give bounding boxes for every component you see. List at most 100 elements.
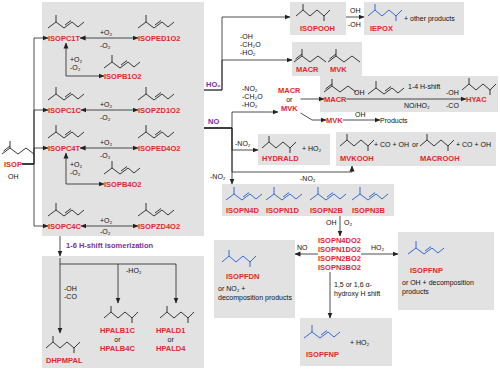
- reaction-arrow: [80, 38, 138, 39]
- reaction-condition: -HO₂: [126, 266, 142, 275]
- species-note: or OH + decomposition products: [402, 278, 490, 296]
- species-name: MACR: [278, 86, 301, 95]
- reaction-condition: -CO: [64, 292, 77, 301]
- arrow-label: NO: [297, 243, 308, 252]
- reaction-condition: -O₂: [100, 151, 111, 160]
- reaction-arrow: [204, 112, 278, 128]
- species-label: ISOPC1C: [48, 106, 81, 115]
- arrow-label: OH: [326, 218, 337, 227]
- species-label: HYAC: [466, 95, 487, 104]
- species-name: DHPMPAL: [46, 356, 83, 365]
- species-label: ISOPN2B: [310, 206, 343, 215]
- reaction-condition: -NO₂: [210, 172, 226, 181]
- product-structure: [462, 78, 496, 95]
- species-name: HYDRALD: [262, 154, 299, 163]
- reaction-condition: +O₂: [100, 28, 112, 37]
- peroxy-structure: [138, 87, 174, 100]
- reaction-panel: MVKOOH+ CO + OHorMACROOH+ CO + OH: [336, 132, 496, 166]
- species-name: MVKOOH: [340, 154, 374, 163]
- reaction-arrow: [361, 254, 398, 255]
- arrow-label: NO: [208, 117, 219, 126]
- species-note: + CO + OH: [456, 140, 491, 149]
- nitrate-structure: [408, 241, 444, 254]
- reaction-arrow: [60, 264, 118, 303]
- peroxy-structure: [138, 125, 174, 138]
- product-structure: [296, 4, 330, 21]
- species-note: + CO + OH: [374, 140, 409, 149]
- species-label: ISOPN3B: [352, 206, 385, 215]
- peroxy-structure: [48, 125, 84, 138]
- structures: [2, 4, 496, 353]
- reaction-condition: -OH: [240, 32, 253, 41]
- reaction-condition: OH: [8, 172, 19, 181]
- species-name: MVK: [278, 104, 301, 113]
- reaction-panel: ISOPFDNor NO₂ + decomposition products: [214, 240, 295, 318]
- reaction-panel: ISOPFNPor OH + decomposition products: [398, 232, 494, 310]
- product-structure: [324, 79, 356, 92]
- reaction-arrow: [346, 17, 364, 18]
- species-note: or: [412, 140, 418, 149]
- reaction-panel: MACR MVK: [292, 42, 362, 76]
- product-structure: [46, 336, 80, 353]
- species-name: ISOPZD4O2: [138, 222, 180, 231]
- species-name: ISOPB4O2: [104, 180, 142, 189]
- reaction-panel: ISOPFNP+ HO₂: [300, 318, 392, 366]
- species-label: HPALB1CorHPALB4C: [100, 326, 135, 353]
- species-name: MACR: [296, 65, 319, 74]
- arrow-label: HO₂: [206, 80, 221, 89]
- reaction-arrow: [330, 272, 331, 318]
- reaction-condition: -OH: [446, 88, 459, 97]
- reaction-arrow: [118, 264, 176, 303]
- nitrate-structure: [310, 187, 346, 200]
- reaction-arrow: [347, 99, 467, 100]
- species-name: ISOPED1O2: [138, 34, 181, 43]
- species-label: MVK: [326, 116, 343, 125]
- product-structure: [160, 306, 194, 323]
- species-label: ISOPN1D: [266, 206, 299, 215]
- species-label: MACR: [324, 95, 347, 104]
- epoxide-structure: [368, 4, 402, 21]
- reaction-arrow: [81, 110, 138, 111]
- product-structure: [340, 134, 374, 151]
- species-label: ISOPZD4O2: [138, 222, 180, 231]
- reaction-arrow: [81, 226, 138, 227]
- reaction-arrow: [301, 99, 325, 100]
- species-note: + HO₂: [302, 144, 321, 153]
- species-label: ISOPB4O2: [104, 180, 142, 189]
- product-structure: [368, 81, 404, 94]
- arrow-label: HO₂: [371, 243, 384, 252]
- reaction-condition: +O₂: [100, 138, 112, 147]
- reaction-arrow: [66, 153, 104, 184]
- reaction-arrow: [343, 120, 380, 121]
- species-note: + other products: [404, 14, 455, 23]
- reaction-arrow: [204, 17, 290, 90]
- nitrate-structures: [222, 4, 444, 338]
- arrow-label: 1,5 or 1,6 α-hydroxy H shift: [334, 280, 394, 298]
- reaction-arrow: [22, 148, 48, 164]
- reaction-arrow: [204, 128, 258, 150]
- nitrate-structure: [222, 250, 256, 267]
- species-name: HPALB1C: [100, 326, 135, 335]
- reaction-condition: -CO: [446, 101, 459, 110]
- reaction-condition: -NO₂: [300, 174, 316, 183]
- reaction-arrow: [60, 236, 61, 256]
- species-name: ISOPOOH: [300, 24, 335, 33]
- reaction-condition: O₂: [344, 218, 352, 227]
- reaction-arrow: [204, 60, 292, 90]
- species-label: ISOPED4O2: [138, 144, 181, 153]
- reaction-arrow: [340, 216, 341, 236]
- species-name: MACR: [324, 95, 347, 104]
- species-name: MVK: [330, 65, 347, 74]
- species-label: Products: [380, 116, 408, 125]
- species-note: Products: [380, 116, 408, 125]
- species-name: ISOPN4D: [226, 206, 259, 215]
- reaction-arrow: [204, 128, 352, 172]
- species-label: ISOPB1O2: [104, 72, 142, 81]
- reaction-condition: -OH: [64, 284, 77, 293]
- arrow-label: 1-4 H-shift: [408, 82, 440, 91]
- nitrate-structure: [226, 187, 262, 200]
- reaction-panel: ISOPOOH: [290, 2, 346, 35]
- reaction-arrow: [301, 113, 327, 120]
